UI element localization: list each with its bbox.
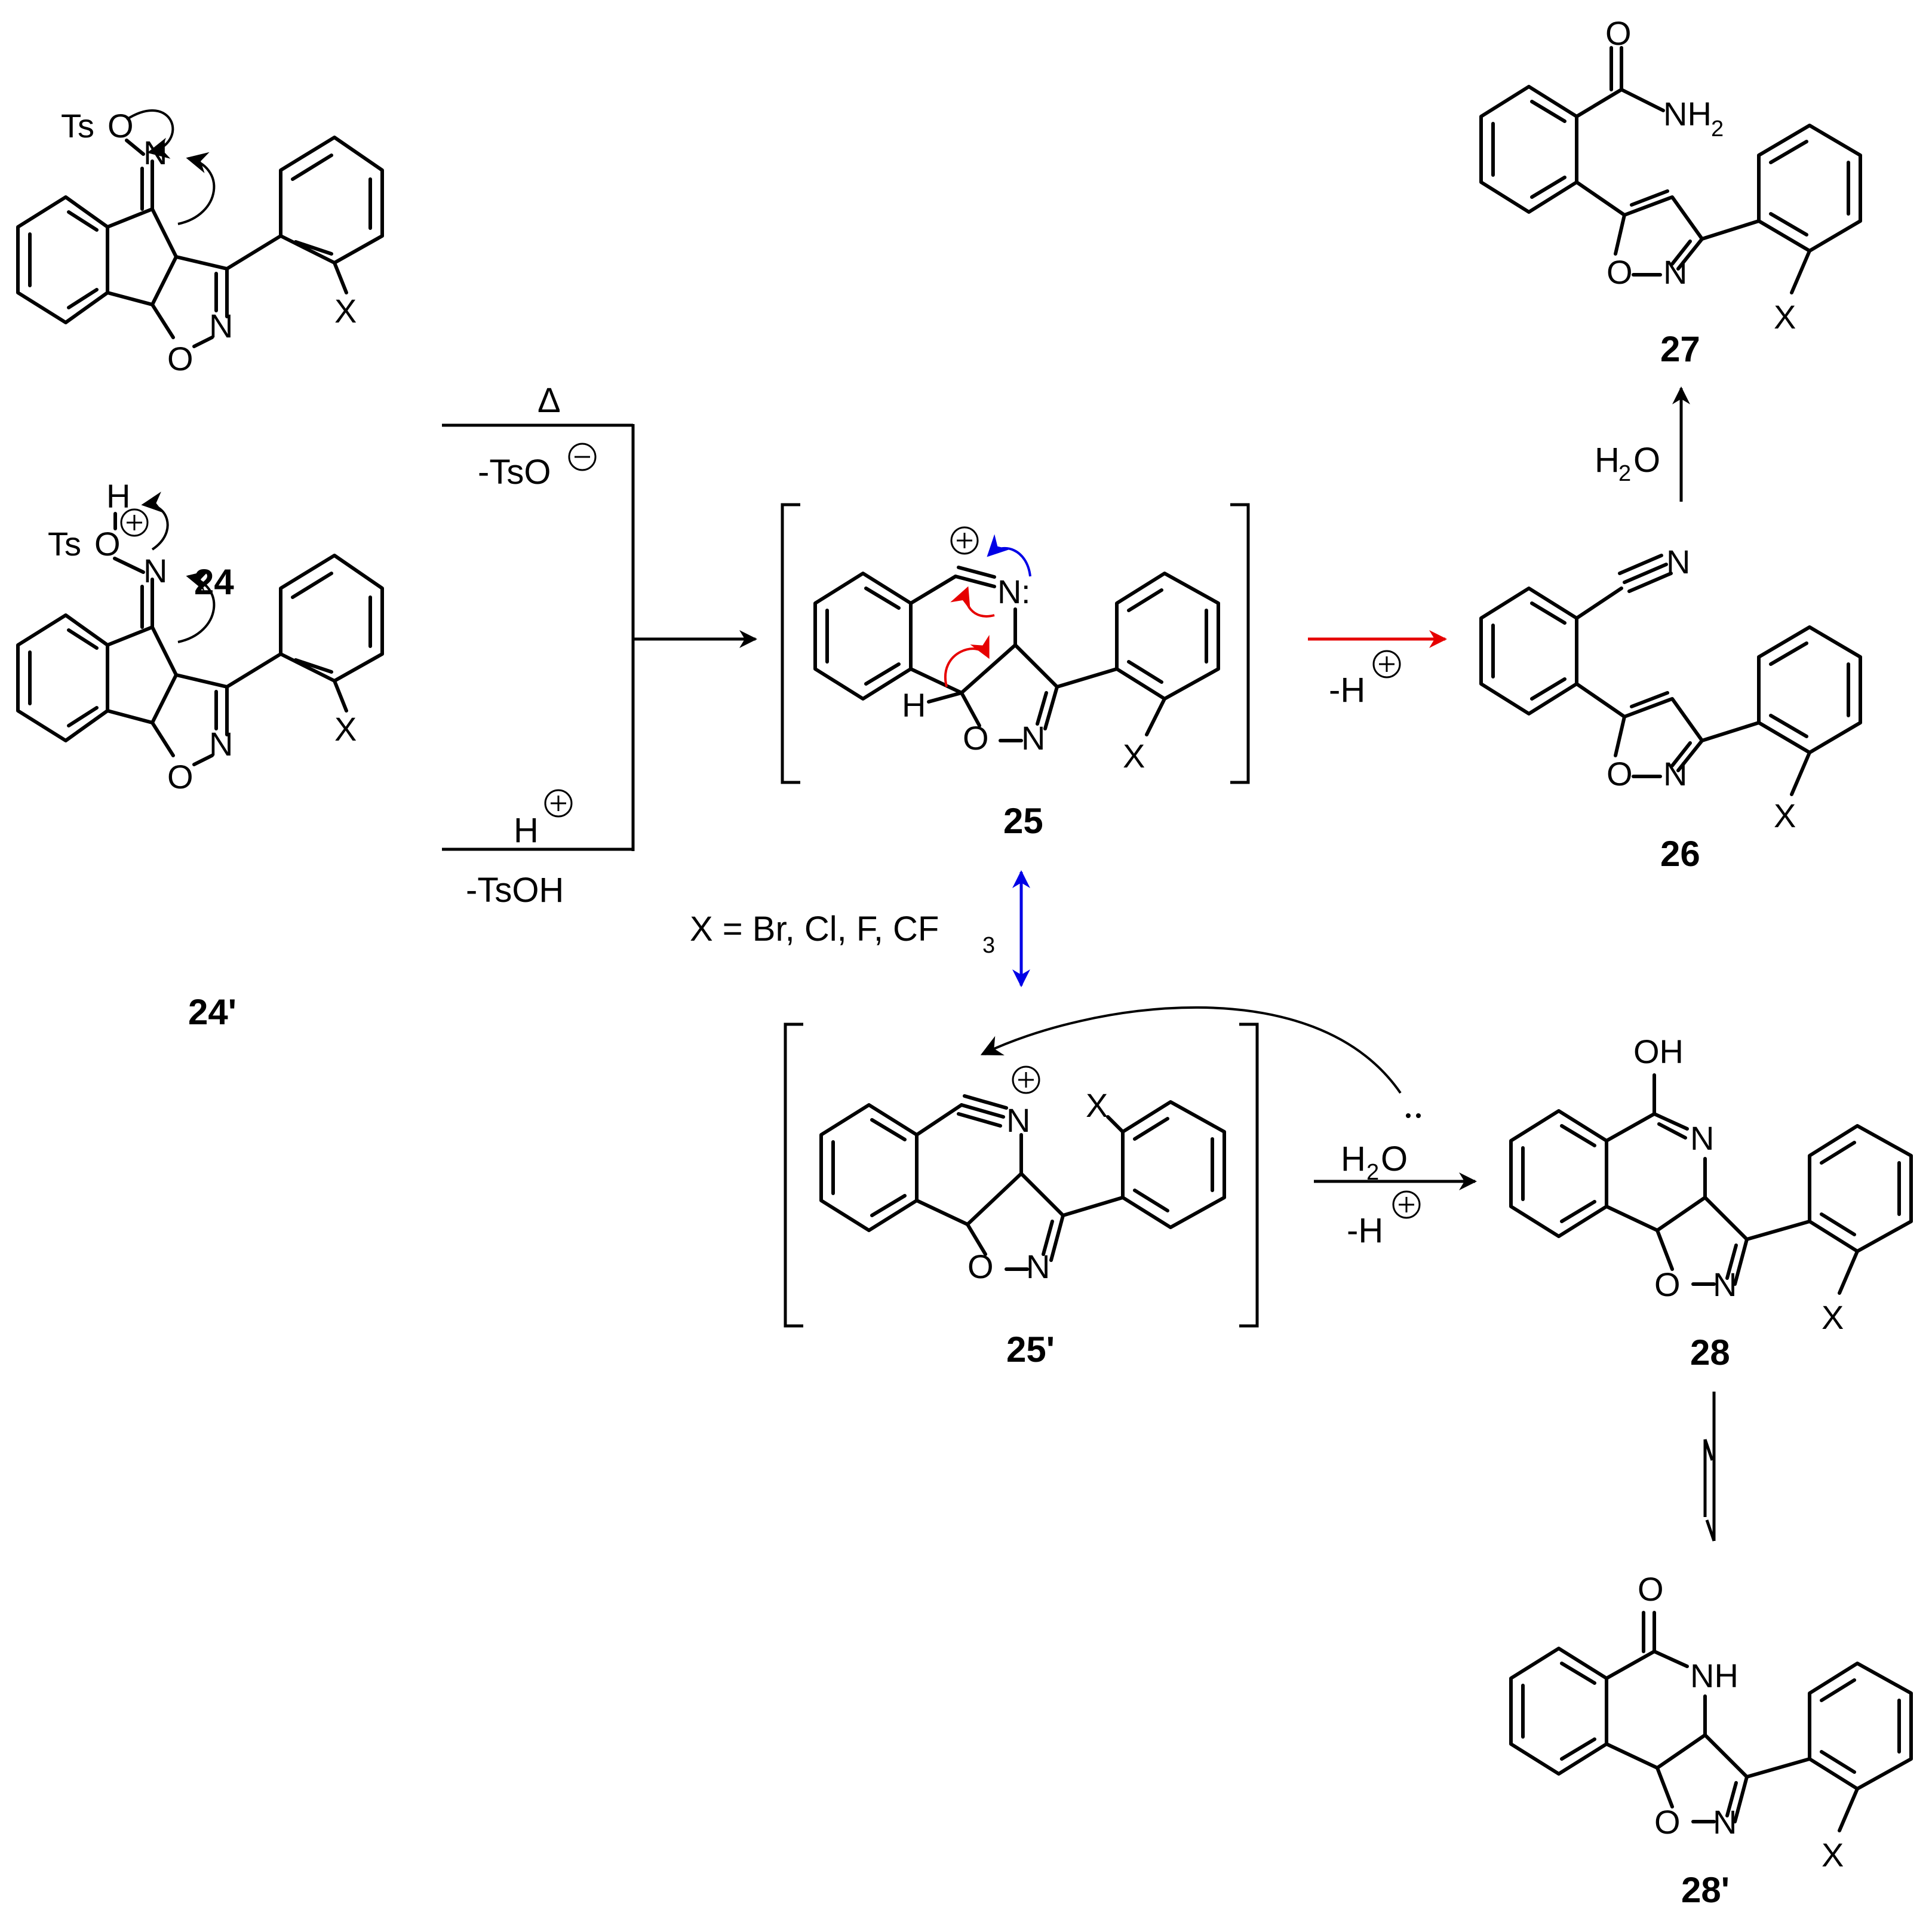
label-28-prime: 28' bbox=[1681, 1870, 1730, 1910]
atom-n: N bbox=[1006, 1101, 1030, 1139]
atom-o: O bbox=[1605, 14, 1632, 52]
atom-x: X bbox=[1822, 1298, 1844, 1336]
cond-minus-h: -H bbox=[1347, 1211, 1383, 1250]
atom-n: N bbox=[209, 725, 233, 763]
atom-nh: NH bbox=[1690, 1657, 1739, 1694]
label-25: 25 bbox=[1003, 801, 1043, 841]
atom-n: N bbox=[1026, 1248, 1050, 1285]
compound-25: N : H O N X bbox=[781, 503, 1250, 784]
atom-o: O bbox=[1654, 1266, 1681, 1303]
compound-24-prime: N O N X Ts O H bbox=[18, 477, 382, 796]
atom-o: O bbox=[1638, 1570, 1664, 1608]
svg-text:O: O bbox=[1633, 441, 1660, 480]
atom-h: H bbox=[106, 477, 130, 515]
atom-o: O bbox=[167, 758, 193, 796]
compound-26: N O N X bbox=[1479, 543, 1862, 834]
equilibrium-arrow bbox=[1703, 1392, 1716, 1542]
atom-n: N bbox=[1713, 1266, 1737, 1303]
cond-minus-h: -H bbox=[1329, 671, 1365, 710]
atom-n: N bbox=[143, 134, 167, 171]
atom-n: N bbox=[1663, 253, 1687, 291]
compound-27: O NH 2 O N X bbox=[1479, 14, 1862, 336]
label-25-prime: 25' bbox=[1006, 1329, 1055, 1370]
atom-x: X bbox=[1086, 1086, 1108, 1124]
atom-n: N bbox=[1021, 719, 1045, 757]
x-definition: X = Br, Cl, F, CF bbox=[690, 910, 939, 948]
atom-ts: Ts bbox=[48, 525, 81, 563]
atom-n: N bbox=[1690, 1119, 1714, 1157]
lone-pair: : bbox=[1021, 573, 1031, 610]
atom-oh: OH bbox=[1633, 1033, 1684, 1070]
atom-x: X bbox=[1774, 797, 1796, 834]
atom-x: X bbox=[1774, 298, 1796, 336]
atom-o: O bbox=[963, 719, 989, 757]
compound-28: OH N O N X bbox=[1509, 1033, 1913, 1336]
atom-o: O bbox=[1607, 253, 1633, 291]
svg-text:3: 3 bbox=[982, 933, 995, 958]
atom-x: X bbox=[1123, 737, 1145, 775]
svg-text:H: H bbox=[1341, 1140, 1366, 1178]
svg-text:O: O bbox=[1381, 1140, 1408, 1178]
atom-o: O bbox=[1607, 755, 1633, 793]
cond-h-plus: H bbox=[514, 811, 539, 850]
atom-x: X bbox=[334, 710, 357, 748]
label-24-prime: 24' bbox=[188, 992, 236, 1032]
atom-o: O bbox=[1654, 1803, 1681, 1841]
atom-n: N bbox=[209, 307, 233, 345]
atom-n: N bbox=[997, 573, 1021, 610]
compound-28-prime: O NH O N X bbox=[1509, 1570, 1913, 1874]
svg-text:2: 2 bbox=[1618, 461, 1631, 486]
compound-25-prime: X N O N bbox=[784, 1023, 1259, 1328]
cond-delta: Δ bbox=[537, 381, 561, 420]
svg-text:2: 2 bbox=[1711, 116, 1724, 142]
compound-24: N O N X Ts O bbox=[18, 107, 382, 377]
atom-ts: Ts bbox=[61, 107, 94, 145]
atom-x: X bbox=[1822, 1836, 1844, 1874]
label-27: 27 bbox=[1660, 329, 1700, 369]
atom-n: N bbox=[143, 552, 167, 589]
atom-n: N bbox=[1666, 543, 1690, 581]
cond-minus-tso: -TsO bbox=[478, 453, 551, 492]
atom-o: O bbox=[967, 1248, 994, 1285]
label-28: 28 bbox=[1690, 1332, 1730, 1372]
atom-o: O bbox=[107, 107, 134, 145]
atom-n: N bbox=[1663, 755, 1687, 793]
atom-nh2: NH bbox=[1663, 95, 1712, 133]
atom-o: O bbox=[167, 340, 193, 377]
atom-x: X bbox=[334, 292, 357, 330]
cond-h2o: H bbox=[1595, 441, 1620, 480]
label-26: 26 bbox=[1660, 834, 1700, 874]
svg-text:2: 2 bbox=[1366, 1160, 1379, 1185]
atom-n: N bbox=[1713, 1803, 1737, 1841]
atom-h: H bbox=[902, 686, 926, 724]
atom-o: O bbox=[94, 525, 121, 563]
cond-minus-tsoh: -TsOH bbox=[466, 871, 564, 910]
